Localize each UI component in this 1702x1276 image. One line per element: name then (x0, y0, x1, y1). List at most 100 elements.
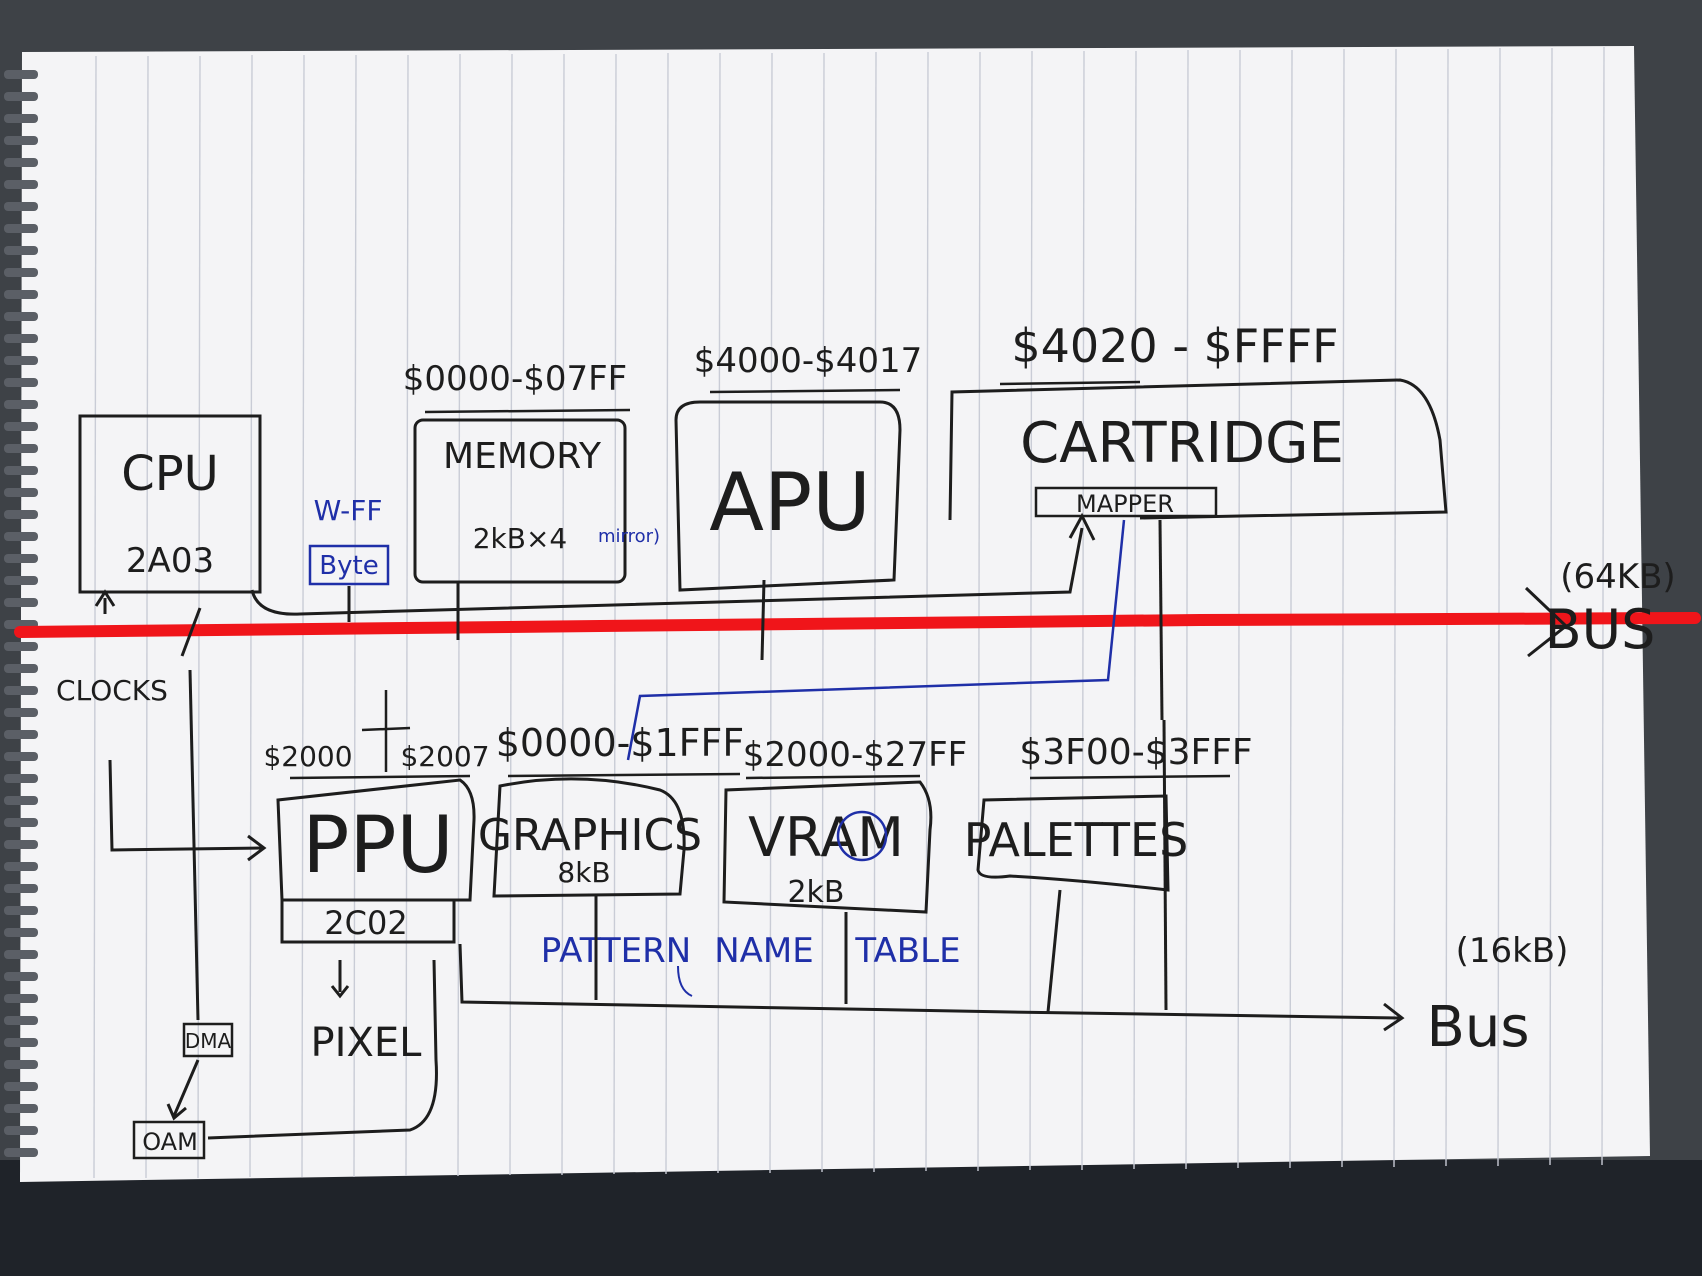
mapper-label: MAPPER (1076, 490, 1174, 518)
spiral-ring (4, 290, 38, 299)
latch-label: W-FF (314, 494, 383, 527)
memory-block: $0000-$07FF MEMORY 2kB×4 mirror) (403, 359, 660, 584)
oam-box: OAM (132, 1120, 206, 1160)
spiral-ring (4, 1148, 38, 1157)
ppu-bus-size: (16kB) (1456, 931, 1569, 971)
spiral-ring (4, 356, 38, 365)
cartridge-range: $4020 - $FFFF (1011, 319, 1338, 373)
name-table-left: NAME (714, 931, 814, 971)
memory-size: 2kB×4 (473, 522, 568, 555)
memory-range: $0000-$07FF (403, 359, 627, 399)
cpu-bus-line (14, 612, 1701, 638)
spiral-ring (4, 70, 38, 79)
spiral-ring (4, 1038, 38, 1047)
lap-shadow (0, 1160, 1702, 1276)
latch-annotation: W-FF Byte (308, 494, 390, 586)
spiral-ring (4, 576, 38, 585)
ppu-range-start: $2000 (263, 740, 352, 773)
ppu-range-end: $2007 (400, 740, 489, 773)
spiral-ring (4, 114, 38, 123)
spiral-ring (4, 950, 38, 959)
spiral-ring (4, 488, 38, 497)
ppu-model: 2C02 (324, 904, 407, 942)
spiral-ring (4, 92, 38, 101)
graphics-title: GRAPHICS (478, 810, 702, 861)
spiral-ring (4, 444, 38, 453)
spiral-ring (4, 422, 38, 431)
spiral-ring (4, 136, 38, 145)
ppu-bus-title: Bus (1426, 995, 1529, 1060)
cpu-model: 2A03 (126, 541, 214, 581)
spiral-ring (4, 510, 38, 519)
cpu-bus-size: (64KB) (1560, 557, 1675, 597)
palettes-range: $3F00-$3FFF (1019, 732, 1252, 773)
spiral-ring (4, 312, 38, 321)
spiral-ring (4, 158, 38, 167)
ppu-block: $2000 $2007 PPU 2C02 (263, 690, 490, 944)
name-table-right: TABLE (854, 931, 960, 971)
graphics-block: $0000-$1FFF GRAPHICS 8kB PATTERN (478, 721, 745, 997)
ruled-lines (93, 46, 1605, 1179)
spiral-binding (4, 70, 38, 1157)
cpu-bus-label: (64KB) BUS (1524, 557, 1676, 661)
spiral-ring (4, 1082, 38, 1091)
cartridge-block: $4020 - $FFFF CARTRIDGE MAPPER (948, 319, 1448, 521)
spiral-ring (4, 884, 38, 893)
spiral-ring (4, 796, 38, 805)
memory-mirror-note: mirror) (598, 526, 660, 547)
apu-title: APU (709, 456, 871, 549)
spiral-ring (4, 246, 38, 255)
mapper-box (1034, 486, 1218, 518)
spiral-ring (4, 532, 38, 541)
spiral-ring (4, 1060, 38, 1069)
memory-title: MEMORY (443, 436, 602, 477)
spiral-ring (4, 268, 38, 277)
spiral-ring (4, 202, 38, 211)
spiral-ring (4, 730, 38, 739)
vram-range: $2000-$27FF (743, 735, 967, 775)
pattern-label: PATTERN (541, 931, 691, 971)
clocks-label: CLOCKS (56, 674, 168, 707)
ppu-title: PPU (302, 801, 453, 891)
oam-label: OAM (142, 1128, 198, 1156)
mapper-link-wire (626, 519, 1126, 761)
spiral-ring (4, 224, 38, 233)
pixel-label: PIXEL (311, 1020, 423, 1066)
palettes-block: $3F00-$3FFF PALETTES (964, 732, 1253, 892)
spiral-ring (4, 1104, 38, 1113)
spiral-ring (4, 642, 38, 651)
dma-box: DMA (182, 1022, 234, 1058)
cpu-wiring (94, 512, 1164, 721)
spiral-ring (4, 862, 38, 871)
spiral-ring (4, 664, 38, 673)
apu-block: $4000-$4017 APU (674, 341, 922, 592)
latch-unit: Byte (319, 551, 378, 581)
spiral-ring (4, 774, 38, 783)
spiral-ring (4, 1126, 38, 1135)
spiral-ring (4, 598, 38, 607)
cpu-title: CPU (121, 446, 219, 502)
spiral-ring (4, 180, 38, 189)
spiral-ring (4, 554, 38, 563)
spiral-ring (4, 906, 38, 915)
spiral-ring (4, 708, 38, 717)
spiral-ring (4, 400, 38, 409)
spiral-ring (4, 686, 38, 695)
paper-sheet (20, 46, 1650, 1182)
spiral-ring (4, 466, 38, 475)
ppu-wiring (108, 669, 1405, 1140)
spiral-ring (4, 1016, 38, 1025)
ppu-bus-label: (16kB) Bus (1426, 931, 1568, 1060)
dma-label: DMA (185, 1029, 232, 1053)
palettes-title: PALETTES (964, 813, 1189, 867)
spiral-ring (4, 752, 38, 761)
graphics-range: $0000-$1FFF (496, 721, 745, 765)
spiral-ring (4, 378, 38, 387)
vram-title: VRAM (748, 806, 904, 869)
spiral-ring (4, 840, 38, 849)
vram-block: $2000-$27FF VRAM 2kB NAME TABLE (714, 735, 967, 971)
spiral-ring (4, 928, 38, 937)
spiral-ring (4, 972, 38, 981)
spiral-ring (4, 994, 38, 1003)
